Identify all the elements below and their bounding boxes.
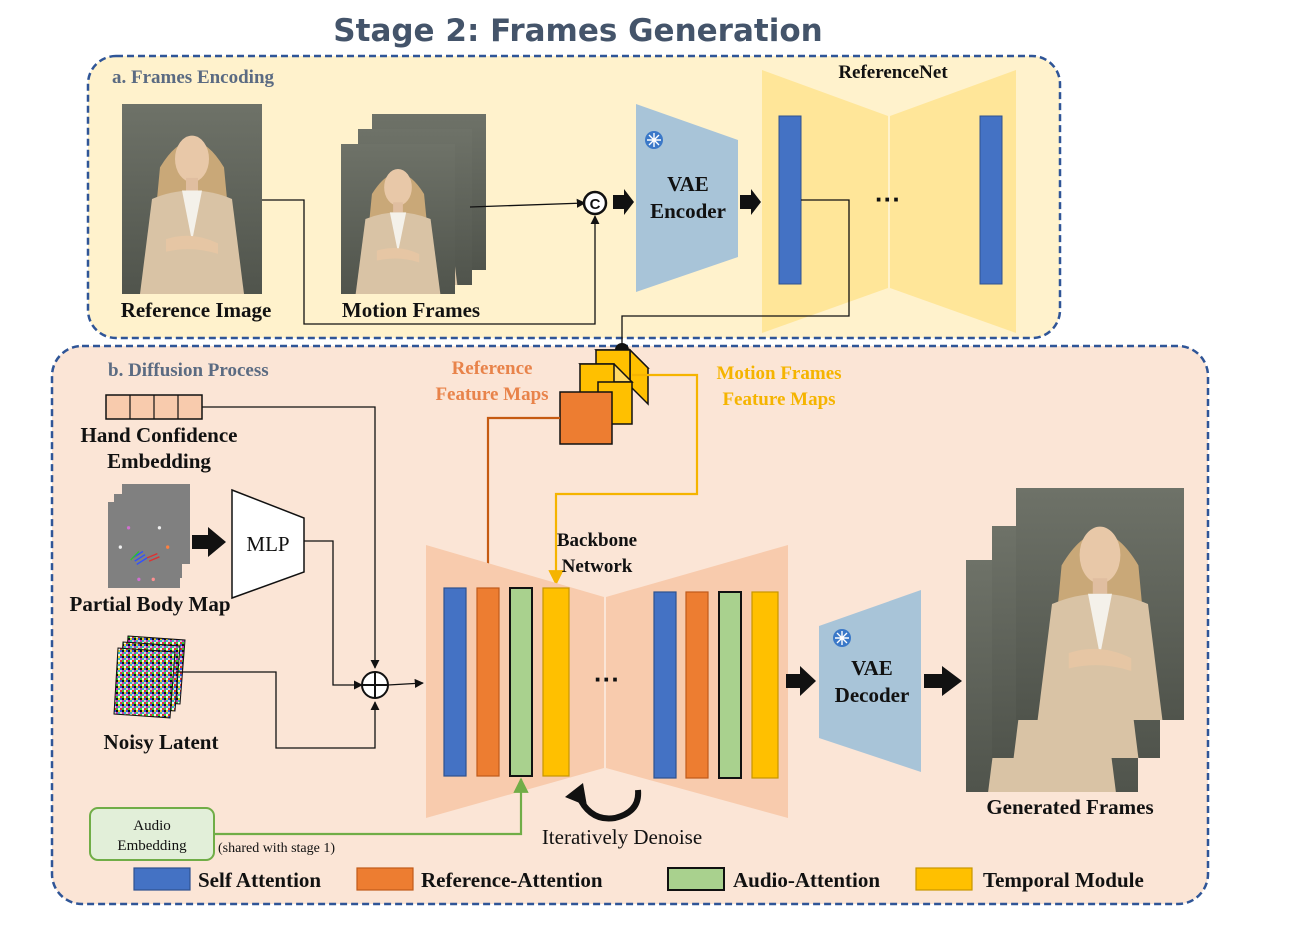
reference-image-label: Reference Image <box>121 298 272 322</box>
legend-swatch-audio-attention <box>667 867 725 891</box>
audio-embedding-label-line2: Embedding <box>117 838 187 854</box>
vae-encoder-label-line2: Encoder <box>650 199 726 223</box>
motion-frames-label: Motion Frames <box>342 298 480 322</box>
hand-confidence-embedding <box>105 394 203 420</box>
mlp-block <box>231 488 305 600</box>
legend-swatch-reference-attention <box>356 867 414 891</box>
iterative-denoise-arrow <box>575 789 642 822</box>
legend-swatch-temporal-module <box>915 867 973 891</box>
noisy-to-sum-line <box>176 671 380 749</box>
backbone-temporal-module-2 <box>751 591 779 779</box>
diagram-title: Stage 2: Frames Generation <box>333 13 822 49</box>
backbone-temporal-module-1 <box>542 587 570 777</box>
vae-decoder-label-line2: Decoder <box>835 683 910 707</box>
hand-confidence-label-line2: Embedding <box>107 449 211 473</box>
reference-to-concat-line <box>262 199 600 325</box>
audio-embedding-label-line1: Audio <box>133 818 171 834</box>
motion-feature-maps-label-line1: Motion Frames <box>716 363 841 384</box>
reference-feature-maps-label-line1: Reference <box>452 358 533 379</box>
partial-body-map-stack <box>108 484 190 588</box>
motion-frames-stack <box>341 114 486 294</box>
iteratively-denoise-label: Iteratively Denoise <box>542 825 702 849</box>
sum-to-backbone-line <box>387 678 424 689</box>
hand-confidence-label-line1: Hand Confidence <box>81 423 238 447</box>
backbone-reference-attention-1 <box>476 587 500 777</box>
legend-label-self-attention: Self Attention <box>198 868 321 892</box>
legend: Self Attention Reference-Attention Audio… <box>133 867 1144 892</box>
generated-frames-stack <box>966 488 1184 792</box>
generated-frame-front <box>1016 488 1184 720</box>
concat-to-encoder-arrow <box>613 189 634 215</box>
backbone-label-line1: Backbone <box>557 530 637 551</box>
reference-feature-arrow <box>480 416 560 586</box>
noisy-latent-label: Noisy Latent <box>104 730 219 754</box>
vae-decoder-label-line1: VAE <box>851 656 893 680</box>
frames-encoding-label: a. Frames Encoding <box>112 67 275 88</box>
referencenet-label: ReferenceNet <box>838 62 948 83</box>
audio-to-backbone-arrow <box>214 777 529 836</box>
vae-encoder-block <box>636 104 738 292</box>
frozen-snowflake-icon <box>833 629 851 647</box>
backbone-self-attention-1 <box>443 587 467 777</box>
motion-feature-maps-label-line2: Feature Maps <box>722 389 835 410</box>
motion-feature-arrow <box>548 373 699 586</box>
mlp-to-sum-line <box>304 540 363 690</box>
referencenet-self-attention-right <box>979 115 1003 285</box>
concat-symbol: C <box>590 196 601 213</box>
backbone-audio-attention-2 <box>718 591 742 779</box>
referencenet-to-featuremaps-line <box>621 199 850 350</box>
referencenet-self-attention-left <box>778 115 802 285</box>
bodymap-to-mlp-arrow <box>192 527 226 557</box>
decoder-to-output-arrow <box>924 666 962 696</box>
backbone-reference-attention-2 <box>685 591 709 779</box>
vae-encoder-label-line1: VAE <box>667 172 709 196</box>
reference-feature-square <box>559 391 613 445</box>
legend-label-audio-attention: Audio-Attention <box>733 868 880 892</box>
frozen-snowflake-icon <box>645 131 663 149</box>
legend-swatch-self-attention <box>133 867 191 891</box>
body-map-front <box>108 502 180 588</box>
backbone-audio-attention-1 <box>509 587 533 777</box>
legend-label-temporal-module: Temporal Module <box>983 868 1144 892</box>
partial-body-map-label: Partial Body Map <box>70 592 231 616</box>
hand-to-sum-line <box>202 406 380 669</box>
referencenet-ellipsis: ··· <box>875 184 901 214</box>
motion-to-concat-line <box>469 198 586 208</box>
backbone-ellipsis: ··· <box>594 664 620 694</box>
reference-feature-maps-label-line2: Feature Maps <box>435 384 548 405</box>
legend-label-reference-attention: Reference-Attention <box>421 868 603 892</box>
generated-frames-label: Generated Frames <box>986 795 1153 819</box>
noisy-latent-stack <box>113 635 186 719</box>
diffusion-process-label: b. Diffusion Process <box>108 360 269 381</box>
reference-image <box>122 104 262 294</box>
backbone-self-attention-2 <box>653 591 677 779</box>
shared-with-stage1-note: (shared with stage 1) <box>218 841 335 856</box>
encoder-to-referencenet-arrow <box>740 189 761 215</box>
sum-node <box>361 671 389 699</box>
mlp-label: MLP <box>246 532 289 556</box>
backbone-label-line2: Network <box>562 556 633 577</box>
concat-node <box>582 190 608 216</box>
motion-frame-front <box>341 144 455 294</box>
backbone-to-decoder-arrow <box>786 666 816 696</box>
iterative-denoise-arrowhead <box>565 783 587 806</box>
